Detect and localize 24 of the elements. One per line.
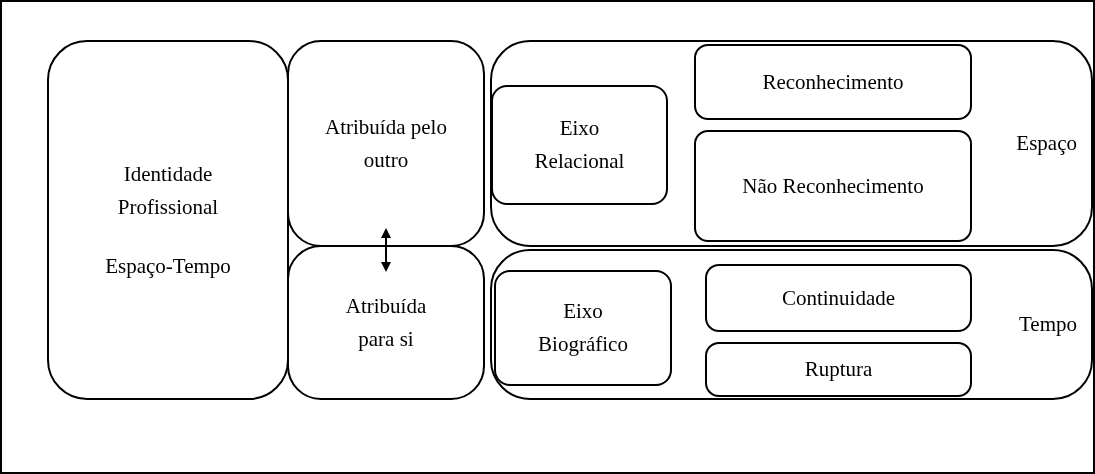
rounded-box xyxy=(491,85,668,205)
rounded-box xyxy=(705,264,972,332)
rounded-box xyxy=(47,40,289,400)
box-label: Espaço-Tempo xyxy=(105,252,231,280)
box-label: Reconhecimento xyxy=(762,68,904,96)
rounded-box xyxy=(287,40,485,247)
box-label: Eixo Relacional xyxy=(533,115,626,175)
box-label: Atribuída pelo outro xyxy=(324,113,448,174)
rounded-box xyxy=(490,249,1093,400)
box-label: Continuidade xyxy=(781,284,896,312)
rounded-box xyxy=(694,130,972,242)
rounded-box xyxy=(490,40,1093,247)
box-label: Atribuída para si xyxy=(344,292,428,353)
box-label: Ruptura xyxy=(804,356,873,383)
box-label: Tempo xyxy=(1018,311,1077,338)
box-label: Espaço xyxy=(1016,130,1077,157)
rounded-box xyxy=(694,44,972,120)
box-label: Identidade Profissional xyxy=(116,160,220,221)
box-label: Não Reconhecimento xyxy=(742,172,924,200)
double-arrow xyxy=(381,228,391,272)
rounded-box xyxy=(494,270,672,386)
rounded-box xyxy=(705,342,972,397)
rounded-box xyxy=(287,245,485,400)
box-label: Eixo Biográfico xyxy=(537,298,629,358)
